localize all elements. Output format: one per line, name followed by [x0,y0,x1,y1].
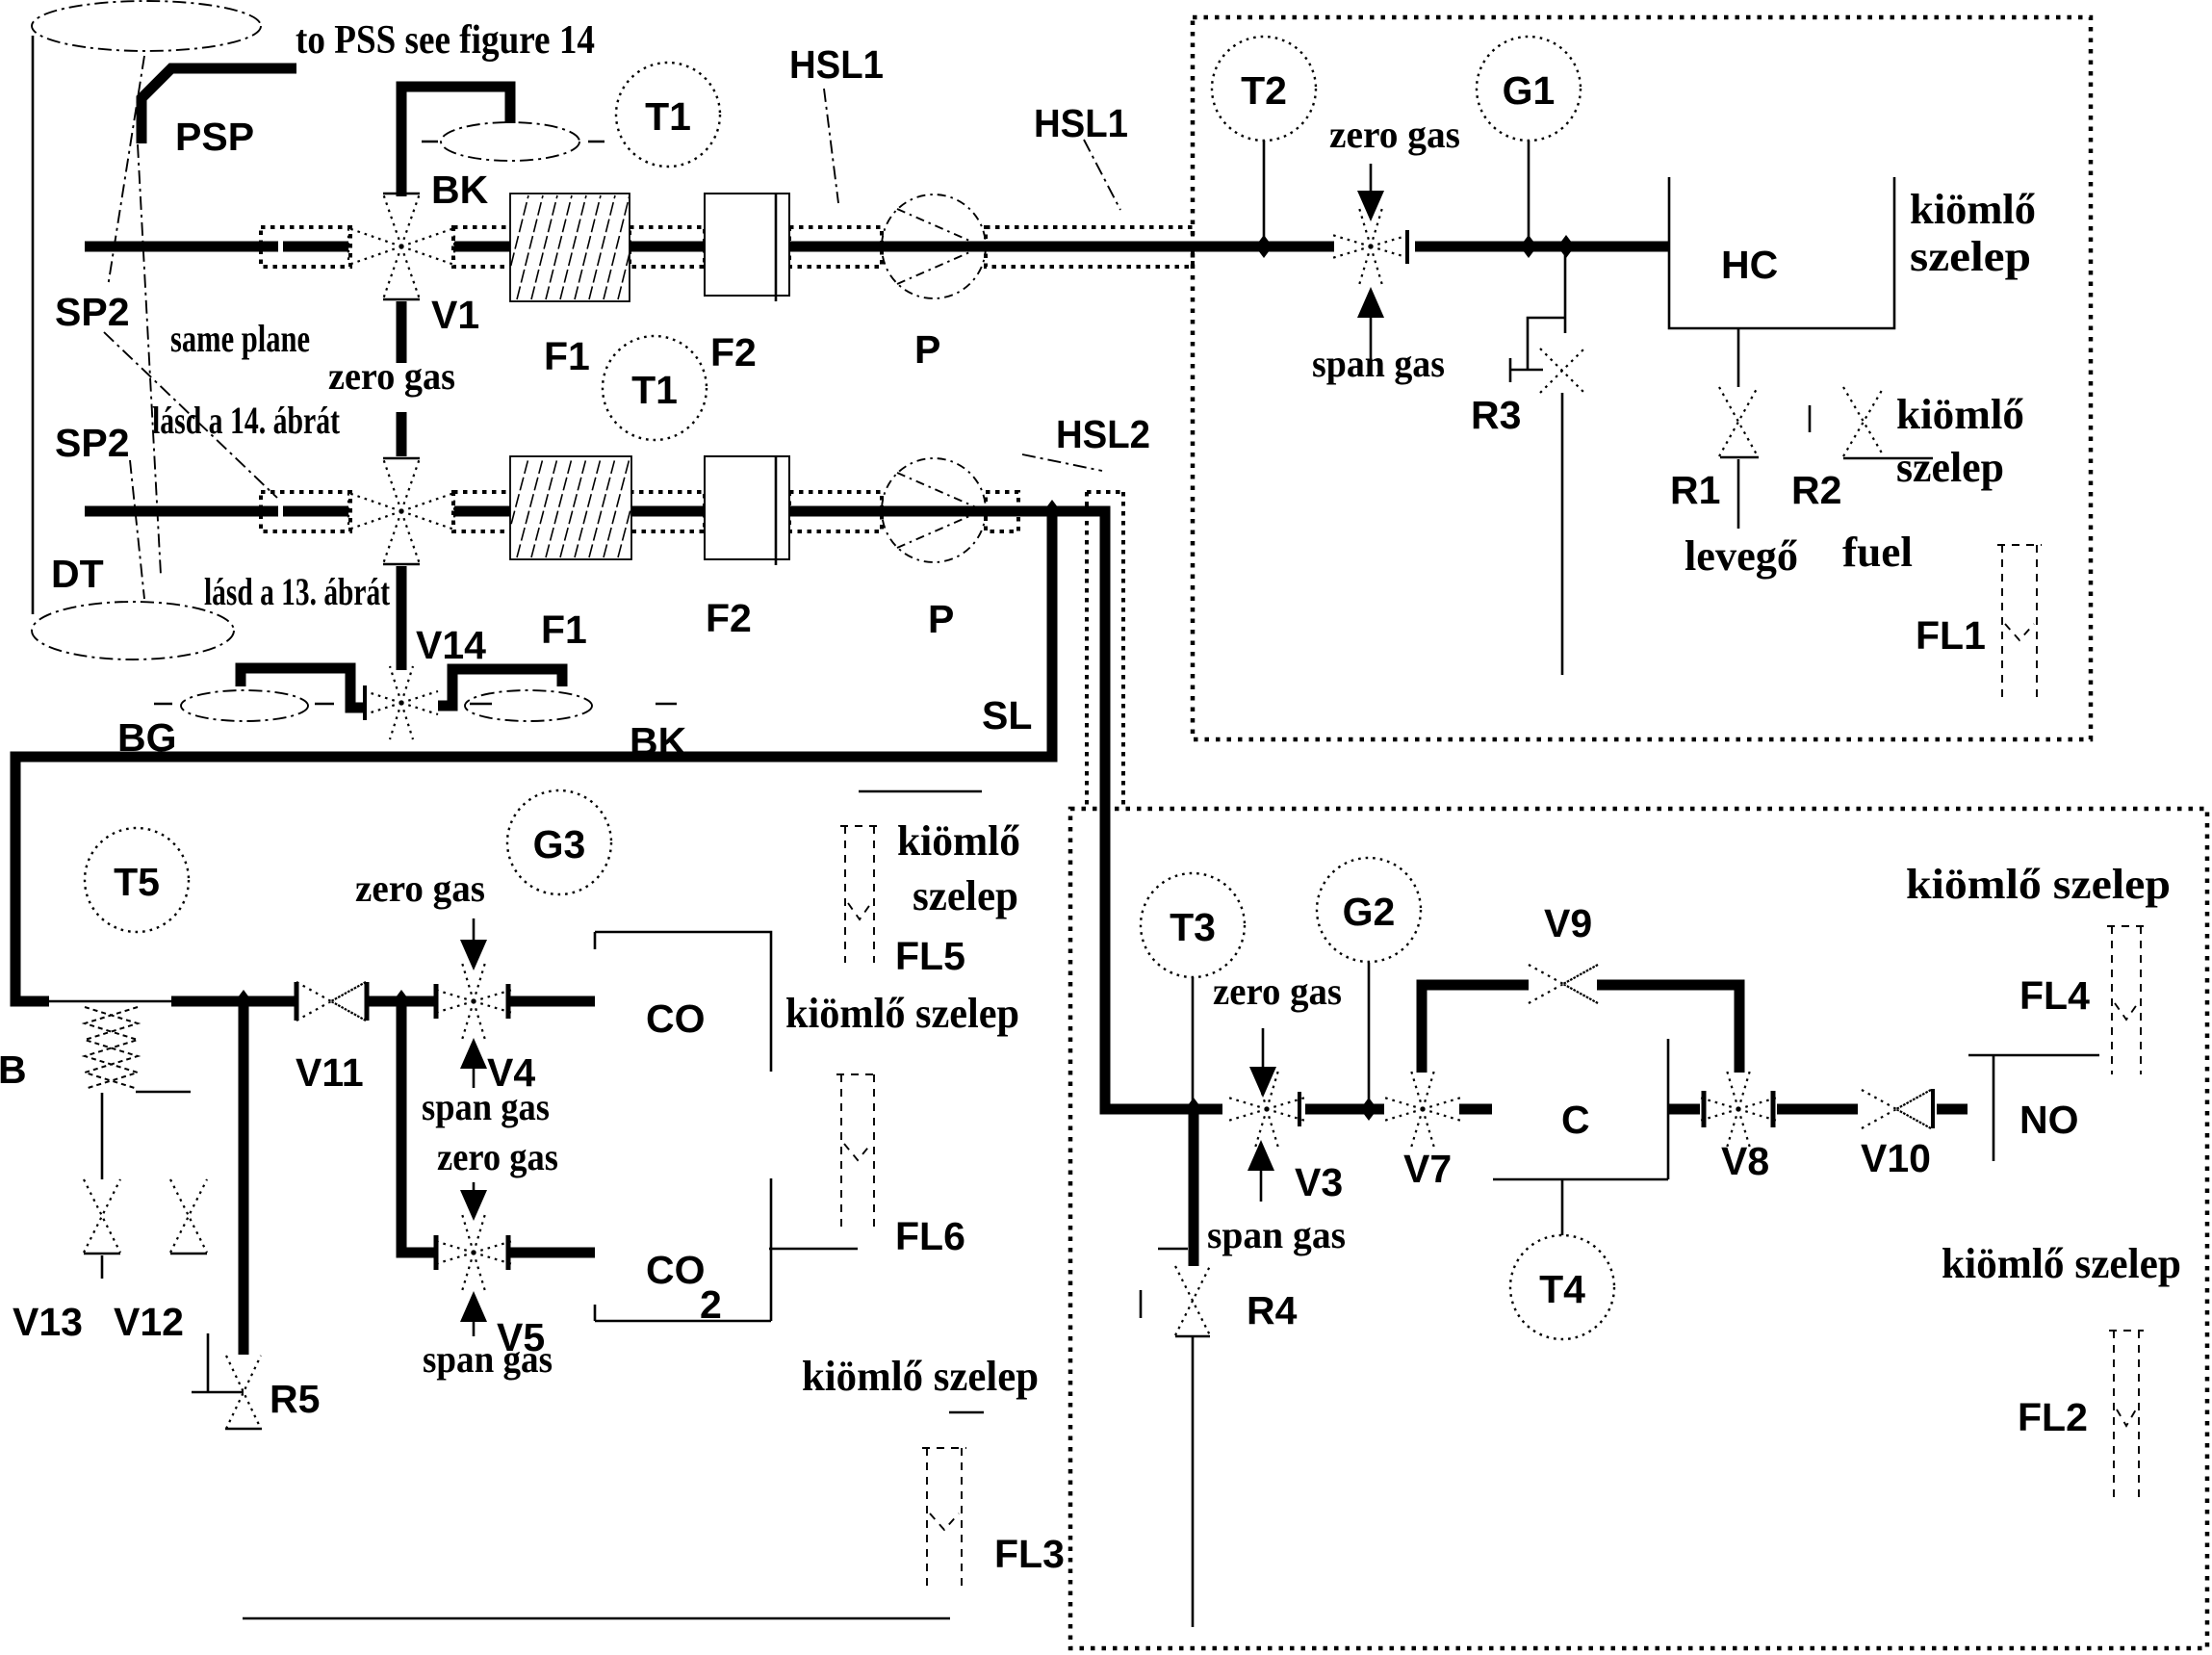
svg-text:NO: NO [2019,1098,2079,1142]
svg-text:CO: CO [646,1248,706,1292]
svg-text:B: B [0,1047,27,1092]
svg-text:HSL2: HSL2 [1056,412,1150,456]
svg-text:P: P [914,327,940,372]
svg-text:FL3: FL3 [994,1532,1065,1576]
svg-text:FL1: FL1 [1916,613,1986,658]
svg-text:zero gas: zero gas [355,866,485,910]
svg-text:same plane: same plane [170,317,310,360]
svg-text:T5: T5 [114,860,160,904]
svg-text:V3: V3 [1295,1160,1343,1204]
svg-text:HSL1: HSL1 [1034,101,1128,145]
svg-text:V7: V7 [1403,1147,1452,1191]
svg-text:kiömlő: kiömlő [1896,391,2024,438]
svg-text:V14: V14 [416,623,486,667]
svg-text:to PSS see figure 14: to PSS see figure 14 [296,18,595,63]
svg-text:V5: V5 [497,1315,545,1359]
svg-text:HSL1: HSL1 [789,42,884,87]
svg-text:SL: SL [982,693,1032,737]
svg-text:V1: V1 [431,293,479,337]
svg-text:T3: T3 [1170,905,1216,949]
svg-text:R5: R5 [270,1377,320,1421]
svg-text:fuel: fuel [1842,529,1913,576]
svg-text:SP2: SP2 [55,290,130,334]
svg-text:zero gas: zero gas [1329,113,1460,156]
svg-text:V8: V8 [1721,1139,1769,1183]
svg-text:FL6: FL6 [895,1214,965,1258]
svg-text:szelep: szelep [913,872,1018,919]
svg-text:CO: CO [646,996,706,1041]
svg-text:R4: R4 [1247,1288,1298,1332]
svg-text:G3: G3 [533,822,586,866]
svg-text:kiömlő szelep: kiömlő szelep [785,990,1019,1037]
svg-text:DT: DT [51,552,104,596]
svg-text:BK: BK [630,719,687,763]
svg-text:kiömlő: kiömlő [1910,186,2036,233]
svg-text:FL2: FL2 [2018,1395,2088,1439]
svg-text:zero gas: zero gas [437,1135,558,1178]
svg-text:span gas: span gas [423,1337,553,1381]
svg-text:FL4: FL4 [2019,973,2090,1018]
svg-text:P: P [928,597,954,641]
svg-text:R2: R2 [1791,468,1841,512]
svg-text:szelep: szelep [1896,444,2004,491]
svg-text:BK: BK [431,168,489,212]
svg-text:V9: V9 [1544,901,1592,945]
svg-text:V10: V10 [1861,1136,1931,1180]
svg-text:zero gas: zero gas [328,354,455,398]
svg-text:V11: V11 [296,1050,364,1095]
svg-text:F2: F2 [710,330,757,375]
svg-text:FL5: FL5 [895,934,965,978]
svg-text:V12: V12 [114,1300,184,1344]
svg-text:kiömlő: kiömlő [897,817,1020,865]
svg-text:BG: BG [117,715,177,760]
svg-text:T4: T4 [1539,1267,1585,1311]
svg-text:span gas: span gas [1312,342,1445,385]
svg-text:szelep: szelep [1910,233,2031,280]
svg-text:F2: F2 [706,596,752,640]
svg-text:C: C [1561,1098,1590,1142]
svg-text:kiömlő szelep: kiömlő szelep [1942,1240,2181,1287]
svg-text:2: 2 [700,1282,722,1327]
svg-text:kiömlő szelep: kiömlő szelep [1906,861,2171,908]
svg-text:R1: R1 [1670,468,1720,512]
svg-text:V13: V13 [13,1300,83,1344]
svg-text:span gas: span gas [422,1085,550,1128]
svg-text:T1: T1 [645,94,691,139]
svg-text:F1: F1 [544,334,590,378]
svg-text:G2: G2 [1343,890,1396,934]
svg-text:R3: R3 [1471,393,1521,437]
svg-text:F1: F1 [541,608,587,652]
svg-text:kiömlő szelep: kiömlő szelep [802,1353,1039,1400]
svg-text:T1: T1 [631,368,678,412]
svg-text:lásd a 13. ábrát: lásd a 13. ábrát [204,570,390,613]
svg-text:PSP: PSP [175,115,254,159]
svg-text:lásd a 14. ábrát: lásd a 14. ábrát [152,399,341,442]
svg-text:span gas: span gas [1207,1213,1346,1256]
svg-text:levegő: levegő [1685,532,1798,580]
svg-text:V4: V4 [487,1050,535,1095]
svg-text:T2: T2 [1241,68,1287,113]
svg-text:SP2: SP2 [55,421,130,465]
svg-text:G1: G1 [1503,68,1556,113]
svg-text:HC: HC [1721,243,1778,287]
svg-text:zero gas: zero gas [1213,970,1342,1013]
